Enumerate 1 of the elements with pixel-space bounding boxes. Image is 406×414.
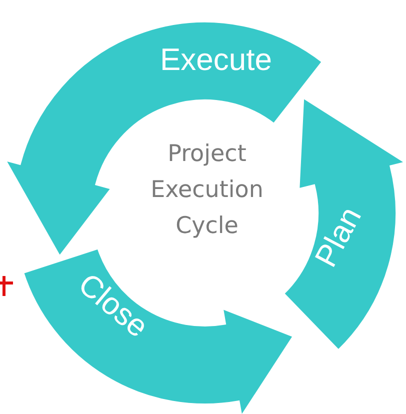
center-label: Project Execution Cycle bbox=[150, 140, 264, 241]
